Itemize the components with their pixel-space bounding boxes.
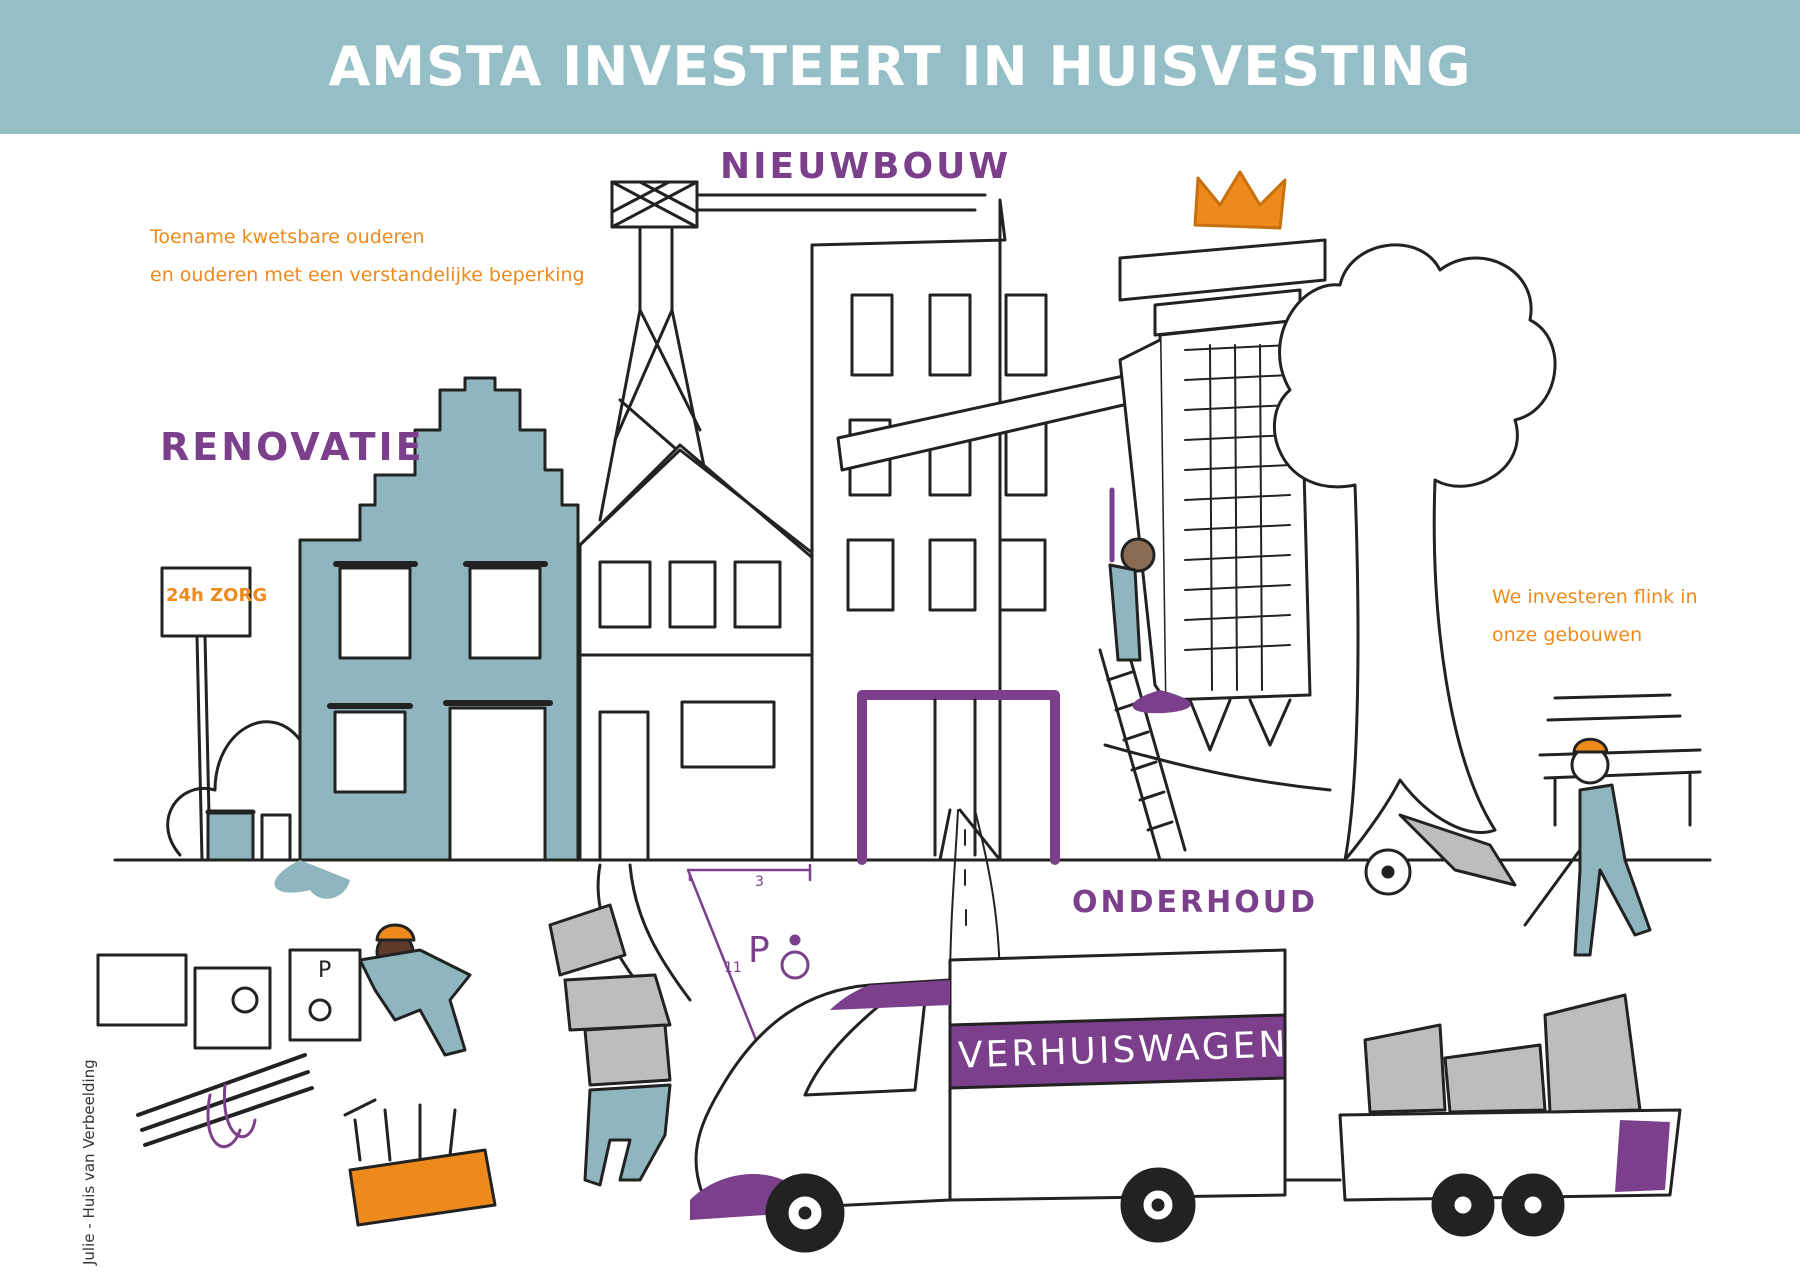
page-title: AMSTA INVESTEERT IN HUISVESTING [328, 35, 1472, 98]
crown-icon [1193, 170, 1287, 230]
sign-p: P [318, 958, 332, 983]
sign-24h-zorg-text: 24h ZORG [166, 585, 268, 606]
disabled-parking-space [686, 863, 812, 1052]
label-nieuwbouw: NIEUWBOUW [720, 146, 1012, 187]
tower-building [1118, 170, 1327, 752]
middle-house [578, 443, 817, 862]
gardener-worker [1364, 737, 1652, 957]
note-investeren-line1: We investeren flink in [1492, 586, 1698, 608]
tower-path [1103, 743, 1332, 792]
crane-icon [598, 180, 987, 522]
note-kwetsbaar-line1: Toename kwetsbare ouderen [150, 226, 425, 248]
moving-truck [690, 948, 1342, 1253]
brush-cup [260, 813, 292, 862]
ladder [1098, 638, 1187, 862]
note-kwetsbaar-line2: en ouderen met een verstandelijke beperk… [150, 264, 585, 286]
worker-with-signs [96, 923, 472, 1057]
label-renovatie: RENOVATIE [160, 425, 425, 469]
parking-p: P [748, 930, 770, 971]
tree-icon [1273, 243, 1557, 862]
trailer [1338, 993, 1682, 1237]
wheelchair-icon [780, 934, 810, 980]
parking-length: 11 [724, 960, 742, 976]
note-investeren-line2: onze gebouwen [1492, 624, 1643, 646]
canal-house-teal [274, 376, 580, 899]
artist-credit: Julie - Huis van Verbeelding [80, 1059, 98, 1265]
title-banner: AMSTA INVESTEERT IN HUISVESTING [0, 0, 1800, 134]
parking-width: 3 [755, 874, 764, 890]
painter-worker [1108, 487, 1191, 714]
wheelbarrow-icon [1398, 813, 1517, 887]
sign-24h-zorg [160, 566, 252, 862]
paint-can [206, 810, 255, 862]
label-onderhoud: ONDERHOUD [1072, 885, 1318, 920]
new-apartment-building [810, 198, 1134, 865]
toolbox-icon [343, 1098, 497, 1227]
bench-icon [1538, 693, 1702, 827]
box-carrier-worker [548, 903, 672, 1187]
pipes [136, 1053, 314, 1149]
